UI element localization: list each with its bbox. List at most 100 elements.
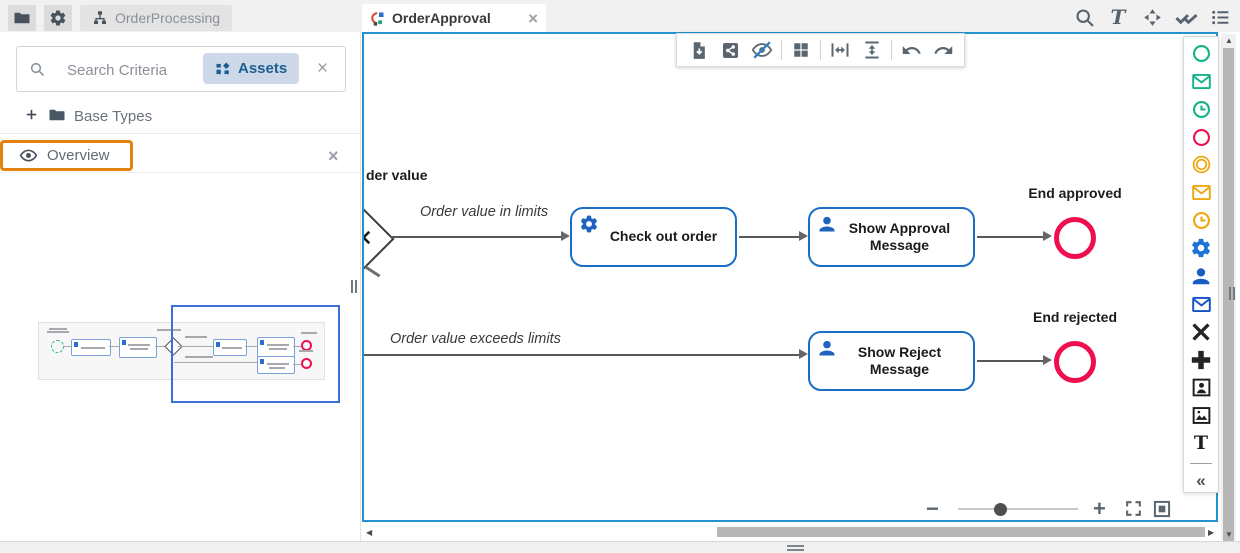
palette-timer-intermediate-event[interactable] (1188, 209, 1214, 231)
hide-elements-button[interactable] (749, 37, 775, 63)
image-icon (1191, 405, 1212, 426)
user-icon (817, 338, 837, 358)
palette-message-intermediate-event[interactable] (1188, 182, 1214, 204)
task-check-out-order[interactable]: Check out order (570, 207, 737, 267)
list-view-button[interactable] (1208, 5, 1232, 29)
clipped-flow-stub (364, 265, 381, 278)
minimap-text (49, 328, 67, 330)
text-annotation-icon: T (1193, 432, 1209, 455)
match-height-button[interactable] (859, 37, 885, 63)
vertical-scrollbar[interactable]: ▲ (1221, 34, 1236, 545)
editor-tab-orderapproval[interactable]: OrderApproval × (362, 4, 546, 32)
palette-message-start-event[interactable] (1188, 71, 1214, 93)
overview-minimap[interactable] (38, 322, 325, 380)
divider (0, 172, 360, 173)
diagram-canvas[interactable]: der value Order value in limits Check ou… (362, 32, 1218, 522)
grid-layout-button[interactable] (788, 37, 814, 63)
task-show-approval-message[interactable]: Show Approval Message (808, 207, 975, 267)
minimap-viewport-rectangle[interactable] (171, 305, 340, 403)
zoom-in-button[interactable]: + (1093, 496, 1106, 521)
search-input[interactable] (65, 58, 209, 82)
palette-end-event[interactable] (1188, 126, 1214, 148)
editor-tab-close-icon[interactable]: × (528, 8, 538, 28)
divider (0, 133, 360, 134)
end-event-rejected[interactable] (1054, 341, 1096, 383)
horizontal-scrollbar-thumb[interactable] (717, 527, 1205, 537)
bottom-drag-handle[interactable] (787, 545, 804, 547)
palette-timer-start-event[interactable] (1188, 98, 1214, 120)
minimap-task (257, 356, 295, 374)
end-event-label[interactable]: End rejected (1032, 309, 1118, 325)
palette-send-task[interactable] (1188, 293, 1214, 315)
end-event-label[interactable]: End approved (1028, 185, 1122, 201)
folder-button[interactable] (8, 5, 36, 31)
vertical-scrollbar-thumb[interactable] (1223, 48, 1234, 545)
right-splitter-handle[interactable] (1229, 287, 1237, 305)
palette-text-annotation[interactable]: T (1188, 432, 1214, 454)
palette-user-task[interactable] (1188, 265, 1214, 287)
folder-icon (48, 106, 66, 124)
zoom-out-button[interactable]: − (926, 496, 939, 521)
undo-button[interactable] (898, 37, 924, 63)
palette-parallel-gateway[interactable] (1188, 349, 1214, 371)
fit-to-view-icon[interactable] (1152, 499, 1172, 519)
toolbar-separator (820, 40, 821, 60)
assets-filter-button[interactable]: Assets (203, 53, 300, 84)
palette-role[interactable] (1188, 377, 1214, 399)
palette-image[interactable] (1188, 405, 1214, 427)
bottom-drag-handle[interactable] (787, 549, 804, 551)
export-button[interactable] (685, 37, 711, 63)
validate-button[interactable] (1174, 5, 1198, 29)
assets-filter-label: Assets (238, 60, 288, 77)
circle-icon (1191, 43, 1212, 64)
flow-condition-label[interactable]: Order value in limits (420, 204, 549, 220)
zoom-slider-thumb[interactable] (994, 503, 1007, 516)
scroll-down-arrow[interactable]: ▼ (1225, 530, 1233, 539)
palette-intermediate-event[interactable] (1188, 154, 1214, 176)
end-event-approved[interactable] (1054, 217, 1096, 259)
minimap-task (119, 337, 157, 358)
gateway-label-clipped[interactable]: der value (366, 167, 428, 183)
scroll-up-arrow[interactable]: ▲ (1225, 36, 1233, 45)
overview-highlight-box[interactable]: Overview (0, 140, 133, 171)
fit-width-icon (830, 40, 850, 60)
redo-button[interactable] (930, 37, 956, 63)
search-clear-icon[interactable]: × (317, 58, 329, 79)
search-button[interactable] (1072, 5, 1096, 29)
file-download-icon (689, 41, 708, 60)
palette-exclusive-gateway[interactable] (1188, 321, 1214, 343)
task-label: Show Approval Message (848, 219, 951, 254)
tree-item-label: Base Types (74, 108, 153, 125)
connector-tool-button[interactable] (1140, 5, 1164, 29)
settings-button[interactable] (44, 5, 72, 31)
scroll-left-arrow[interactable]: ◀ (366, 528, 373, 537)
palette-collapse-button[interactable]: « (1188, 470, 1214, 492)
overview-close-icon[interactable]: × (328, 146, 339, 166)
sequence-flow (977, 360, 1043, 362)
left-sidebar: Assets × Base Types Overview × (0, 32, 361, 541)
diagram-floating-toolbar (676, 33, 965, 67)
match-width-button[interactable] (827, 37, 853, 63)
minimap-flow (155, 346, 166, 347)
text-tool-button[interactable]: T (1106, 5, 1130, 29)
minimap-text (157, 329, 181, 331)
flow-condition-label[interactable]: Order value exceeds limits (390, 331, 561, 347)
horizontal-scrollbar[interactable]: ◀ ▶ (364, 525, 1216, 539)
fullscreen-icon[interactable] (1124, 499, 1143, 518)
scroll-right-arrow[interactable]: ▶ (1208, 528, 1215, 537)
expand-plus-icon[interactable] (24, 107, 39, 122)
zoom-slider-track[interactable] (958, 508, 1078, 510)
task-show-reject-message[interactable]: Show Reject Message (808, 331, 975, 391)
minimap-task (71, 339, 111, 356)
workspace-tab-orderprocessing[interactable]: OrderProcessing (80, 5, 233, 31)
tree-item-base-types[interactable]: Base Types (0, 100, 360, 134)
user-icon (1190, 265, 1212, 287)
minimap-end-event (301, 358, 312, 369)
left-splitter-handle[interactable] (351, 280, 359, 298)
share-button[interactable] (717, 37, 743, 63)
collapse-chevrons-icon: « (1196, 471, 1206, 491)
plus-gateway-icon (1190, 349, 1212, 371)
palette-service-task[interactable] (1188, 237, 1214, 259)
palette-start-event[interactable] (1188, 43, 1214, 65)
